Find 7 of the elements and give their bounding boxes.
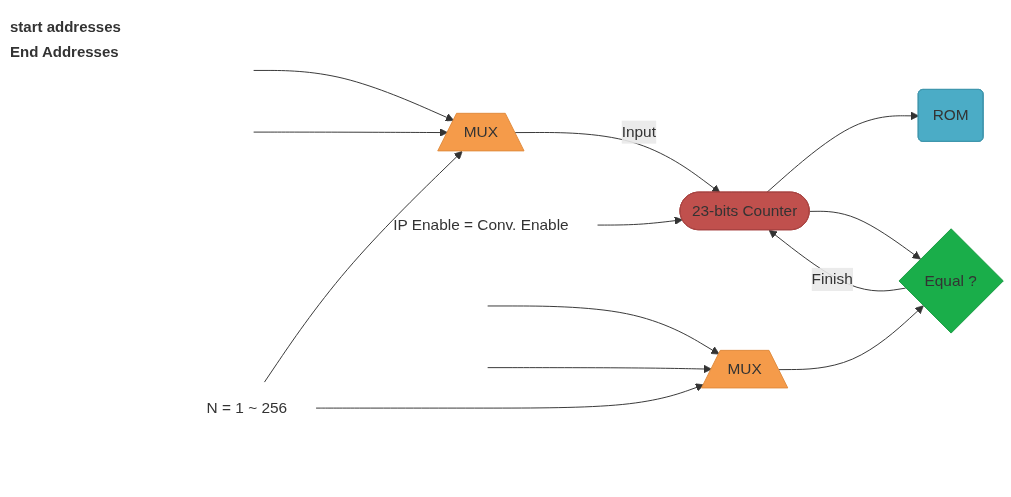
node-text: N = 1 ~ 256 <box>206 399 288 416</box>
edge-label: Input <box>621 123 656 140</box>
note-text: End Addresses <box>10 43 120 60</box>
edge-label: Finish <box>811 270 853 287</box>
note-text: start addresses <box>10 18 122 35</box>
node-diamond: Equal ? <box>898 227 1004 334</box>
node-text: IP Enable = Conv. Enable <box>393 215 569 233</box>
